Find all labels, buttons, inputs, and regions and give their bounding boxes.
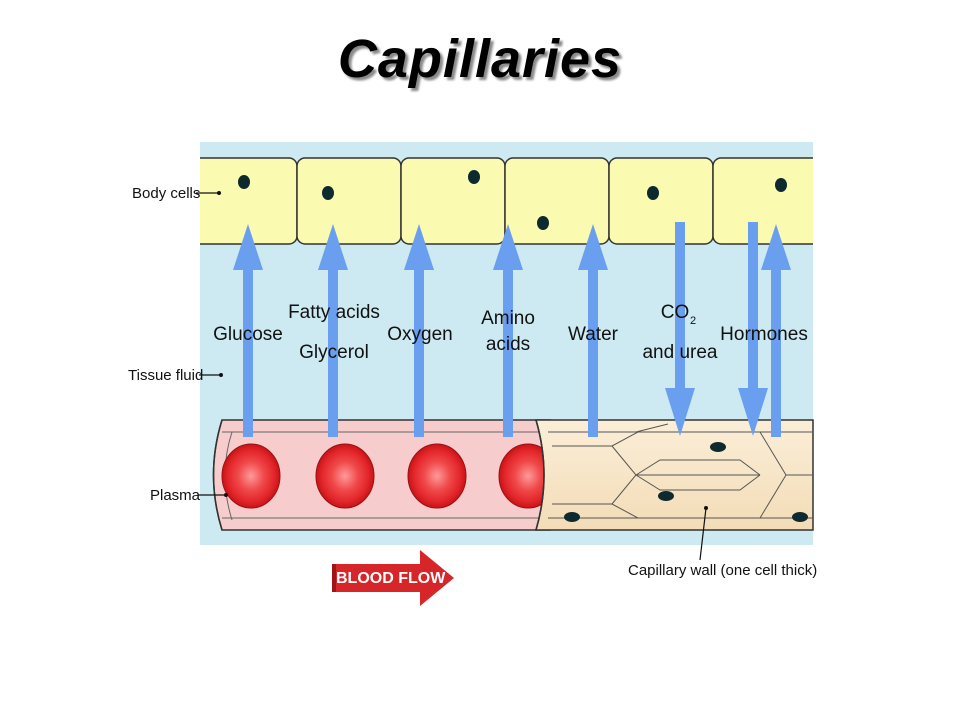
cell-nucleus — [775, 178, 787, 192]
label-amino: Amino — [481, 308, 535, 329]
wall-cell-nucleus — [710, 442, 726, 452]
fatty-acids-arrow — [318, 224, 348, 437]
label-glucose: Glucose — [213, 324, 283, 345]
transport-arrows — [233, 222, 791, 437]
label-body-cells: Body cells — [132, 185, 200, 202]
wall-cell-nucleus — [792, 512, 808, 522]
body-cells-band-bg — [200, 142, 813, 158]
body-cell — [400, 157, 506, 245]
co2-urea-arrow — [665, 222, 695, 436]
label-water: Water — [568, 324, 619, 345]
capillary-wall-callout: Capillary wall (one cell thick) — [628, 506, 817, 579]
label-glycerol: Glycerol — [299, 342, 369, 363]
label-co: CO — [661, 302, 690, 323]
capillary-wall — [535, 419, 814, 531]
body-cell — [185, 157, 298, 245]
label-co-subscript: 2 — [690, 315, 696, 327]
red-blood-cell — [407, 443, 467, 509]
hormones-up-arrow — [761, 224, 791, 437]
cell-nucleus — [238, 175, 250, 189]
label-tissue-fluid: Tissue fluid — [128, 367, 203, 384]
amino-acids-arrow — [493, 224, 523, 437]
label-fatty-acids: Fatty acids — [288, 302, 380, 323]
substance-labels: Glucose Fatty acids Glycerol Oxygen Amin… — [213, 302, 808, 363]
capillary-plasma — [212, 419, 551, 531]
label-hormones: Hormones — [720, 324, 808, 345]
cell-nucleus — [647, 186, 659, 200]
page-title: Capillaries — [337, 29, 623, 89]
label-and-urea: and urea — [642, 342, 717, 363]
blood-flow-arrow: BLOOD FLOW — [332, 550, 454, 606]
cell-nucleus — [468, 170, 480, 184]
label-oxygen: Oxygen — [387, 324, 452, 345]
label-acids: acids — [486, 334, 530, 355]
wall-cell-nucleus — [564, 512, 580, 522]
side-labels: Body cells Tissue fluid Plasma — [128, 185, 228, 504]
cell-nucleus — [322, 186, 334, 200]
cell-nucleus — [537, 216, 549, 230]
oxygen-arrow — [404, 224, 434, 437]
body-cells-row — [170, 150, 843, 250]
hormones-down-arrow — [738, 222, 768, 436]
body-cell — [296, 157, 402, 245]
label-capillary-wall: Capillary wall (one cell thick) — [628, 562, 817, 579]
pointer-capillary-wall — [699, 507, 707, 561]
red-blood-cells — [221, 443, 558, 509]
water-arrow — [578, 224, 608, 437]
glucose-arrow — [233, 224, 263, 437]
body-cell — [712, 157, 824, 245]
label-blood-flow: BLOOD FLOW — [336, 570, 446, 587]
body-cell — [608, 157, 714, 245]
label-plasma: Plasma — [150, 487, 201, 504]
wall-cell-nucleus — [658, 491, 674, 501]
red-blood-cell — [221, 443, 281, 509]
red-blood-cell — [315, 443, 375, 509]
